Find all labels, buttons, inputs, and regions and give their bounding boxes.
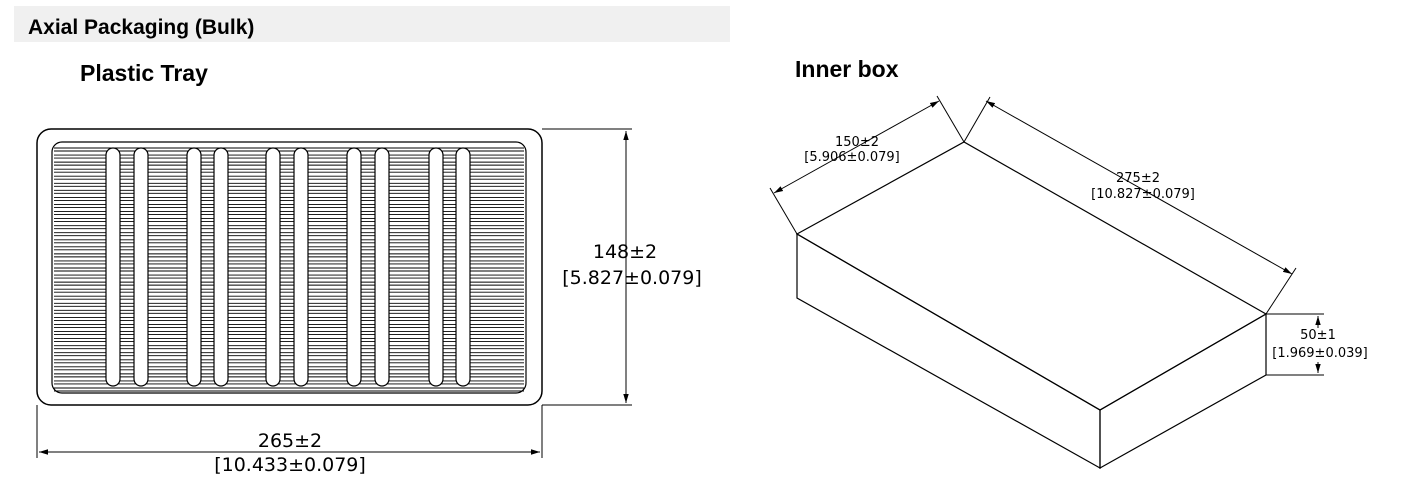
box-length-extension-bottom <box>1265 267 1297 315</box>
section-title: Axial Packaging (Bulk) <box>28 16 255 39</box>
box-length-label: 275±2 <box>1116 171 1160 186</box>
inner-box-drawing <box>795 141 1268 470</box>
box-width-inch-label: [5.906±0.079] <box>804 150 899 165</box>
inner-box-dimensions: 150±2 [5.906±0.079] 275±2 [10.827±0.079]… <box>769 95 1368 376</box>
tray-post <box>374 147 390 387</box>
box-height-label: 50±1 <box>1300 328 1336 343</box>
box-height-inch-label: [1.969±0.039] <box>1272 346 1367 361</box>
plastic-tray-drawing: 148±2 [5.827±0.079] 265±2 [10.433±0.079] <box>36 128 702 476</box>
tray-vertical-posts <box>105 147 471 387</box>
tray-width-label: 265±2 <box>258 430 322 452</box>
tray-post <box>213 147 229 387</box>
box-length-dimension-line <box>985 100 1293 275</box>
tray-post <box>133 147 149 387</box>
box-right-face <box>1099 312 1267 470</box>
tray-height-inch-label: [5.827±0.079] <box>562 267 702 289</box>
tray-width-inch-label: [10.433±0.079] <box>214 454 366 476</box>
tray-post <box>186 147 202 387</box>
section-header-bar: Axial Packaging (Bulk) <box>14 6 730 42</box>
tray-post <box>346 147 362 387</box>
tray-horizontal-ribs <box>54 147 524 392</box>
tray-inner-outline <box>51 141 527 394</box>
box-length-extension-top <box>963 96 991 143</box>
tray-height-label: 148±2 <box>593 241 657 263</box>
tray-post <box>293 147 309 387</box>
tray-post <box>265 147 281 387</box>
tray-post <box>105 147 121 387</box>
box-width-label: 150±2 <box>835 135 879 150</box>
tray-post <box>455 147 471 387</box>
plastic-tray-title: Plastic Tray <box>80 60 208 86</box>
tray-outer-outline <box>36 128 543 406</box>
box-width-extension-left <box>769 187 798 235</box>
box-left-face <box>796 232 1101 470</box>
box-width-extension-right <box>936 95 965 143</box>
box-length-inch-label: [10.827±0.079] <box>1091 187 1195 202</box>
tray-post <box>428 147 444 387</box>
box-width-dimension-line <box>773 100 940 194</box>
inner-box-title: Inner box <box>795 56 899 82</box>
